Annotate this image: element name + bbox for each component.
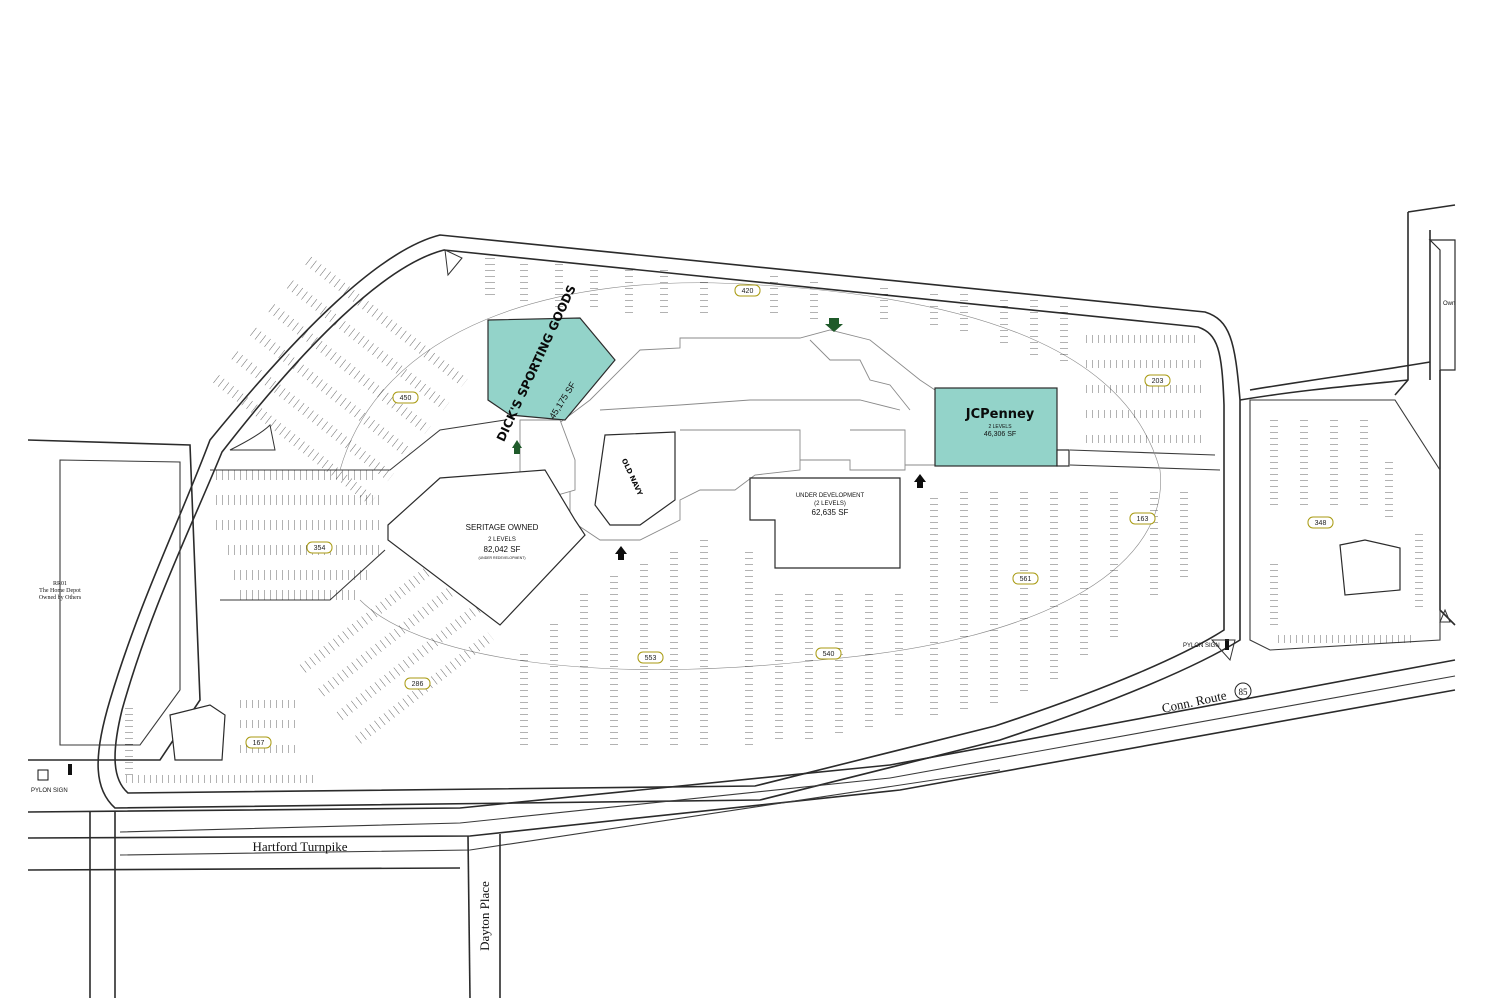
route-shield-number: 85 [1239,687,1249,697]
east-edge-label: Own [1443,301,1455,307]
jcpenney-brand-logo: JCPenney [965,407,1035,422]
old-navy-store [594,431,676,526]
under-dev-title: UNDER DEVELOPMENT [796,493,865,499]
parking-count-badges: 420 450 354 203 163 348 561 553 540 286 [245,284,1334,749]
svg-text:540: 540 [823,651,835,658]
landscape-islands [229,249,1451,662]
home-depot-line2: The Home Depot [39,588,81,594]
parking-count-348: 348 [1307,516,1334,529]
under-dev-levels: (2 LEVELS) [814,501,846,507]
svg-text:561: 561 [1020,576,1032,583]
parking-count-163: 163 [1129,512,1156,525]
parking-count-167: 167 [245,736,272,749]
under-development-building [749,477,901,569]
svg-text:203: 203 [1152,378,1164,385]
pylon-sign-east: PYLON SIGN [1183,639,1229,650]
pylon-sign-east-label: PYLON SIGN [1183,643,1220,649]
jcpenney-anchor [934,387,1058,467]
jcpenney-label-group: JCPenney 2 LEVELS 46,306 SF [965,407,1035,438]
seritage-area: 82,042 SF [484,545,521,554]
pylon-sign-icon [1225,639,1229,650]
home-depot-line3: Owned by Others [39,595,82,601]
jcpenney-levels: 2 LEVELS [988,424,1012,430]
svg-text:163: 163 [1137,516,1149,523]
dicks-anchor [487,317,616,421]
seritage-title: SERITAGE OWNED [466,523,539,532]
under-dev-label-group: UNDER DEVELOPMENT (2 LEVELS) 62,635 SF [796,493,865,517]
entrance-markers [512,318,926,560]
parking-count-286: 286 [404,677,431,690]
parking-count-203: 203 [1144,374,1171,387]
svg-text:286: 286 [412,681,424,688]
svg-text:553: 553 [645,655,657,662]
parking-count-354: 354 [306,541,333,554]
svg-text:167: 167 [253,740,265,747]
jcpenney-area: 46,306 SF [984,431,1016,438]
entrance-arrow-icon [825,318,843,332]
seritage-levels: 2 LEVELS [488,537,516,543]
entrance-arrow-icon [615,546,627,560]
parking-count-540: 540 [815,647,842,660]
entrance-arrow-icon [512,440,522,454]
pylon-sign-icon [37,769,49,781]
route-shield-icon: 85 [1234,682,1252,700]
pylon-sign-west: PYLON SIGN [31,764,72,794]
parking-fields [125,255,1423,783]
seritage-label-group: SERITAGE OWNED 2 LEVELS 82,042 SF (UNDER… [466,523,539,560]
hartford-turnpike-label: Hartford Turnpike [253,839,348,854]
conn-route-label: Conn. Route [1160,687,1228,715]
southwest-outparcel-building [169,704,226,761]
home-depot-line1: RR01 [53,581,67,587]
home-depot-label-group: RR01 The Home Depot Owned by Others [39,581,82,601]
entrance-arrow-icon [914,474,926,488]
east-outparcel-building [1339,539,1401,596]
parking-count-553: 553 [637,651,664,664]
dayton-place-label: Dayton Place [477,881,492,951]
parking-count-450: 450 [392,391,419,404]
mall-buildings [169,239,1456,761]
pylon-sign-west-label: PYLON SIGN [31,788,68,794]
svg-text:354: 354 [314,545,326,552]
svg-text:450: 450 [400,395,412,402]
road-network [27,204,1456,998]
parking-count-420: 420 [734,284,761,297]
svg-text:348: 348 [1315,520,1327,527]
parking-count-561: 561 [1012,572,1039,585]
under-dev-area: 62,635 SF [812,508,849,517]
seritage-building [387,469,586,626]
svg-text:420: 420 [742,288,754,295]
seritage-note: (UNDER REDEVELOPMENT) [478,556,525,560]
